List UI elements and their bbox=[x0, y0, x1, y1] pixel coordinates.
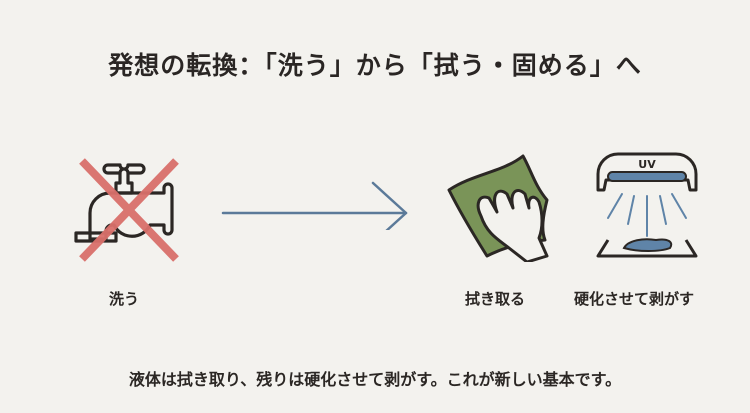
faucet-crossed-out-icon bbox=[74, 158, 179, 262]
arrow-right-icon bbox=[221, 181, 408, 230]
label-cure: 硬化させて剥がす bbox=[574, 290, 695, 308]
footer-message: 液体は拭き取り、残りは硬化させて剥がす。これが新しい基本です。 bbox=[128, 370, 622, 389]
label-wash: 洗う bbox=[109, 290, 140, 308]
uv-label: UV bbox=[638, 158, 656, 171]
hand-wiping-cloth-icon bbox=[447, 154, 549, 262]
page-title: 発想の転換：「洗う」から「拭う・固める」へ bbox=[108, 51, 642, 80]
uv-lamp-icon: UV bbox=[596, 152, 698, 258]
label-wipe: 拭き取る bbox=[465, 290, 526, 308]
